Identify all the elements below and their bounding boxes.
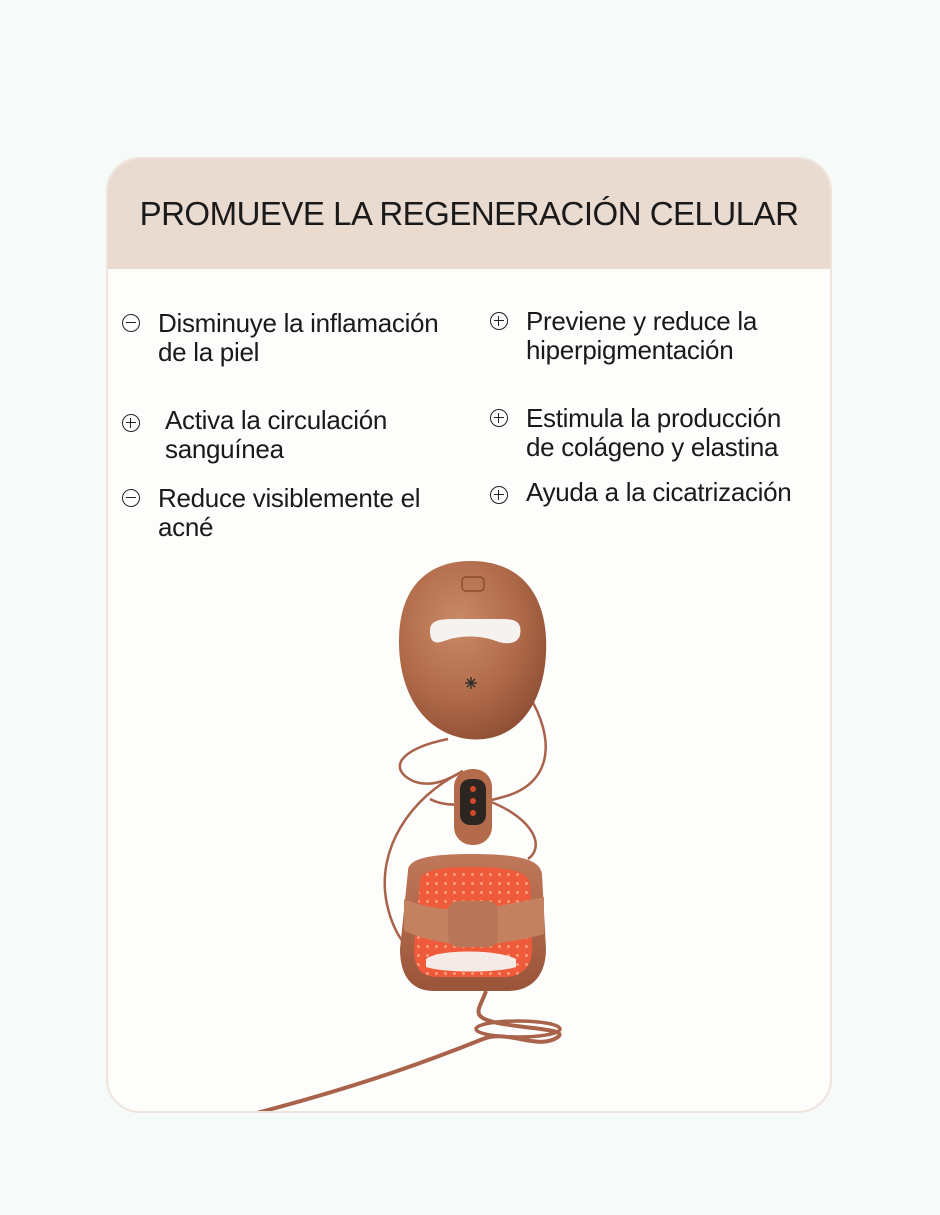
plus-circle-icon (490, 486, 508, 504)
plus-circle-icon (490, 409, 508, 427)
benefit-item-circulacion: Activa la circulación sanguínea (122, 406, 432, 464)
card-header: PROMUEVE LA REGENERACIÓN CELULAR (108, 159, 830, 269)
benefit-text: Estimula la producción de colágeno y ela… (526, 403, 781, 462)
minus-circle-icon (122, 314, 140, 332)
benefit-item-acne: Reduce visiblemente el acné (122, 484, 462, 542)
benefit-text: Disminuye la inflamación de la piel (158, 308, 439, 367)
remote-controller (454, 769, 492, 845)
led-mask-device-illustration (256, 561, 562, 1111)
benefit-item-cicatrizacion: Ayuda a la cicatrización (490, 478, 810, 507)
led-mask (398, 561, 547, 740)
benefit-text: Activa la circulación sanguínea (165, 405, 388, 464)
plus-circle-icon (490, 312, 508, 330)
charging-cable (256, 990, 562, 1111)
benefit-text: Ayuda a la cicatrización (526, 477, 792, 507)
benefits-card: PROMUEVE LA REGENERACIÓN CELULAR Disminu… (106, 157, 832, 1113)
benefit-item-hiperpigmentacion: Previene y reduce la hiperpigmentación (490, 307, 810, 365)
benefit-text: Reduce visiblemente el acné (158, 483, 421, 542)
benefit-text: Previene y reduce la hiperpigmentación (526, 306, 758, 365)
card-title: PROMUEVE LA REGENERACIÓN CELULAR (139, 195, 799, 232)
plus-circle-icon (122, 414, 140, 432)
benefit-item-inflamacion: Disminuye la inflamación de la piel (122, 309, 462, 367)
neck-led-device (400, 854, 546, 991)
benefit-item-colageno: Estimula la producción de colágeno y ela… (490, 404, 810, 462)
sparkle-icon (465, 677, 477, 689)
minus-circle-icon (122, 489, 140, 507)
